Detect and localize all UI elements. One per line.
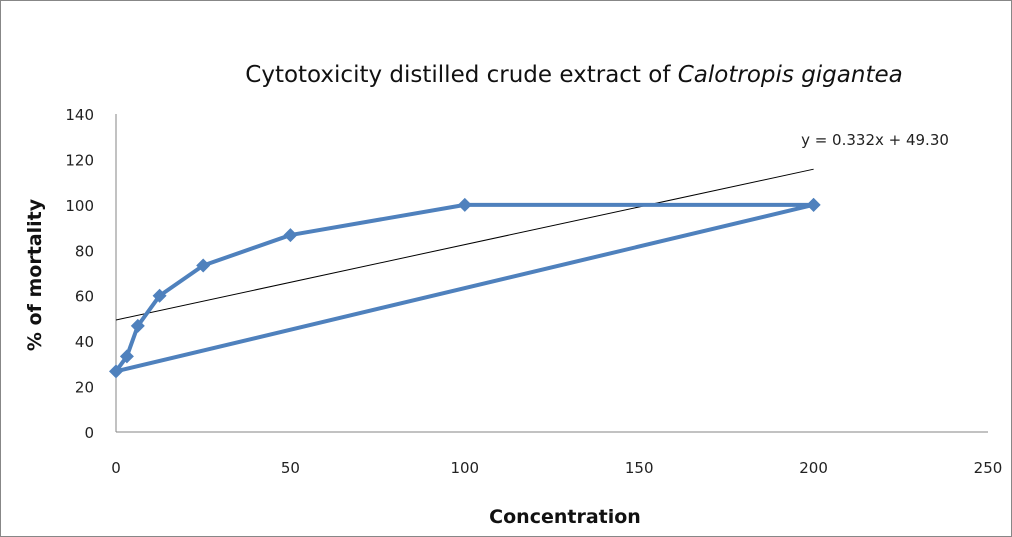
- trendline: [115, 168, 814, 321]
- chart-title-main: Cytotoxicity distilled crude extract of: [245, 62, 677, 88]
- x-tick-label: 250: [974, 459, 1003, 477]
- data-point-marker: [130, 318, 145, 333]
- y-tick-label: 60: [75, 288, 94, 306]
- x-tick-label: 100: [450, 459, 479, 477]
- y-tick-label: 0: [84, 424, 94, 442]
- data-point-marker: [109, 364, 123, 379]
- series-line: [114, 202, 815, 374]
- chart-title-species: Calotropis gigantea: [678, 62, 903, 88]
- axes: [115, 114, 988, 433]
- x-tick-label: 150: [625, 459, 654, 477]
- data-point-marker: [806, 197, 821, 212]
- y-tick-labels: 0 20 40 60 80 100 120 140: [65, 106, 94, 442]
- x-tick-label: 50: [281, 459, 300, 477]
- x-tick-label: 200: [799, 459, 828, 477]
- y-tick-label: 40: [75, 333, 94, 351]
- data-point-marker: [119, 349, 134, 364]
- y-tick-label: 80: [75, 242, 94, 260]
- y-tick-label: 20: [75, 379, 94, 397]
- data-point-marker: [283, 228, 298, 243]
- x-tick-label: 0: [111, 459, 121, 477]
- y-tick-label: 100: [65, 197, 94, 215]
- y-tick-label: 140: [65, 106, 94, 124]
- data-point-marker: [196, 258, 211, 273]
- x-tick-labels: 0 50 100 150 200 250: [111, 459, 1002, 477]
- series-group: [109, 197, 821, 379]
- x-axis-title: Concentration: [489, 506, 641, 528]
- data-point-marker: [457, 197, 472, 212]
- trendline-equation: y = 0.332x + 49.30: [801, 131, 949, 149]
- y-tick-label: 120: [65, 151, 94, 169]
- trendline-group: [115, 168, 814, 321]
- y-axis-title: % of mortality: [24, 198, 46, 351]
- chart-title: Cytotoxicity distilled crude extract of …: [245, 62, 902, 88]
- data-point-marker: [152, 288, 167, 303]
